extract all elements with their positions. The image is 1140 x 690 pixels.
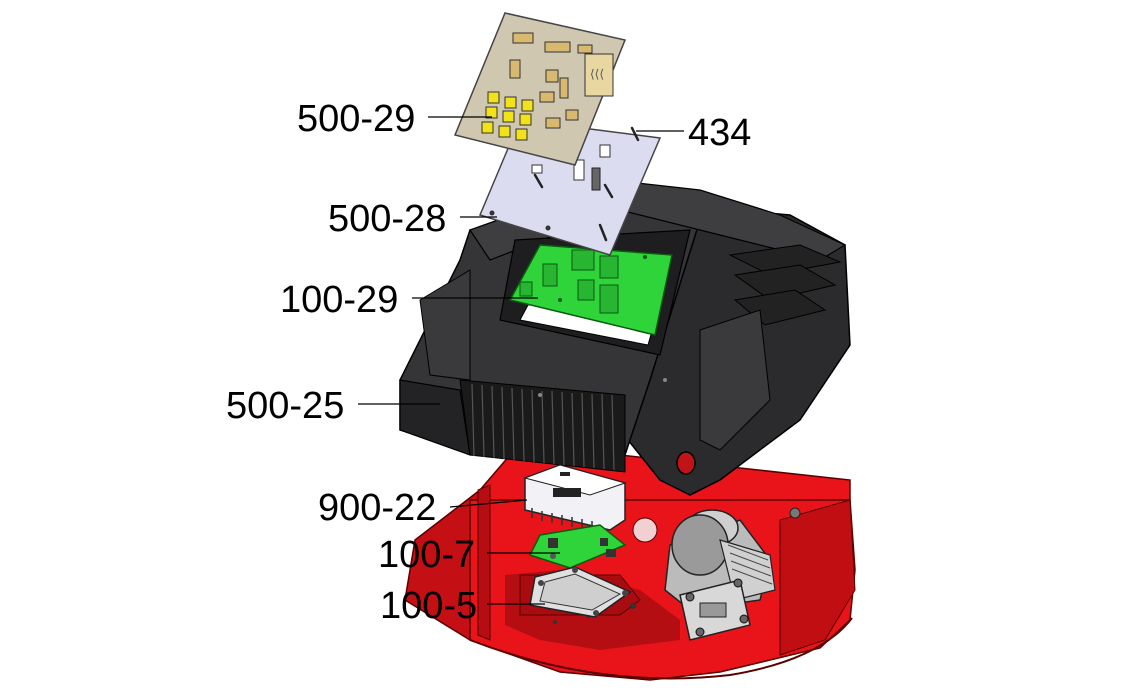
small-pcb bbox=[528, 524, 627, 569]
callout-900-22: 900-22 bbox=[318, 487, 437, 529]
callout-100-5: 100-5 bbox=[380, 585, 478, 627]
main-pcb bbox=[508, 244, 673, 336]
callout-100-29: 100-29 bbox=[280, 279, 399, 321]
callout-500-25: 500-25 bbox=[226, 385, 345, 427]
membrane-panel: ⟨⟨⟨ bbox=[453, 12, 627, 166]
svg-text:⟨⟨⟨: ⟨⟨⟨ bbox=[590, 67, 604, 81]
base-board bbox=[529, 566, 632, 618]
motor-assembly bbox=[664, 509, 776, 641]
callout-434: 434 bbox=[688, 112, 752, 154]
mounting-plate bbox=[478, 119, 662, 256]
power-supply-module bbox=[523, 464, 627, 531]
callout-500-28: 500-28 bbox=[328, 198, 447, 240]
callout-100-7: 100-7 bbox=[378, 534, 476, 576]
leader-lines bbox=[358, 116, 684, 605]
black-housing bbox=[399, 179, 851, 496]
callout-500-29: 500-29 bbox=[297, 98, 416, 140]
